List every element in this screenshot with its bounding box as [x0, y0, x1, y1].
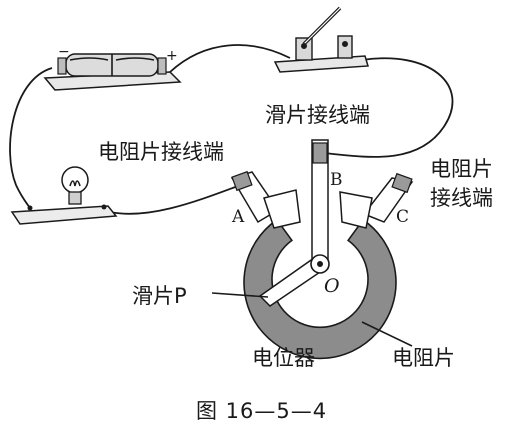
- terminal-b-letter: B: [330, 170, 343, 190]
- resistor-terminal-right-label-line1: 电阻片: [430, 157, 493, 181]
- leader-lines: [211, 292, 413, 347]
- wire-battery-to-bulb: [9, 67, 53, 209]
- potentiometer: [230, 139, 414, 360]
- knife-switch: [273, 6, 369, 73]
- resistor-terminal-left-label: 电阻片接线端: [98, 140, 224, 164]
- potentiometer-label: 电位器: [252, 346, 315, 370]
- wire-battery-to-switch: [169, 44, 291, 73]
- wire-bulb-to-terminal-a: [109, 185, 239, 215]
- battery-plus-sign: +: [166, 48, 178, 64]
- battery-minus-sign: −: [58, 44, 70, 60]
- resistor-strip-ring: [243, 218, 397, 360]
- battery: − +: [43, 44, 182, 91]
- slider-p-label: 滑片P: [132, 284, 187, 308]
- resistor-strip-label: 电阻片: [392, 346, 455, 370]
- terminal-c-letter: C: [396, 207, 409, 227]
- circuit-wires: [9, 44, 454, 215]
- figure-caption: 图 16—5—4: [196, 399, 327, 423]
- slider-terminal-label: 滑片接线端: [265, 103, 370, 127]
- terminal-a-letter: A: [231, 207, 245, 227]
- light-bulb: [10, 166, 118, 225]
- wire-switch-to-terminal-b: [323, 57, 454, 158]
- resistor-terminal-right-label-line2: 接线端: [430, 186, 493, 210]
- pivot-o-letter: O: [324, 275, 340, 297]
